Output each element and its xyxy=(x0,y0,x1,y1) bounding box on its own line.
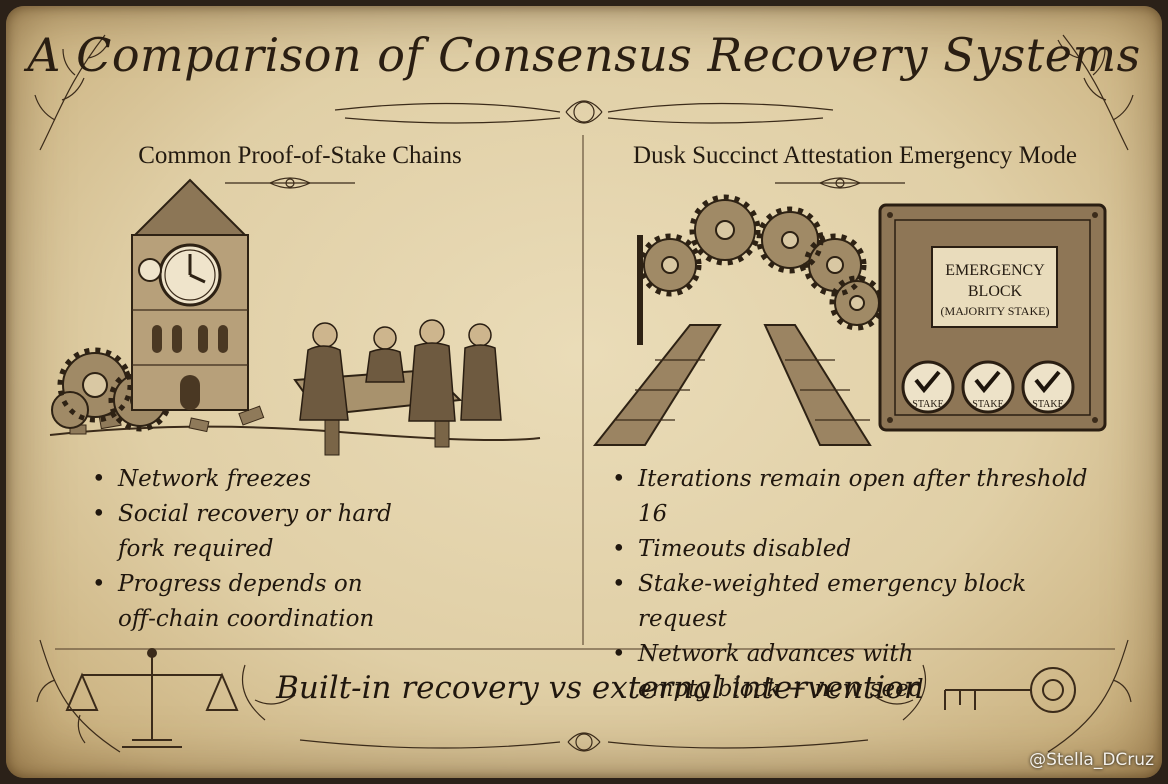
footer-divider xyxy=(55,648,1115,650)
stake-seal: STAKE xyxy=(961,360,1015,414)
svg-text:STAKE: STAKE xyxy=(912,399,943,410)
left-column-heading: Common Proof-of-Stake Chains xyxy=(138,142,462,169)
right-bullet-item: Stake-weighted emergency block request xyxy=(612,567,1092,637)
left-bullet-item: Progress depends on off-chain coordinati… xyxy=(92,567,392,637)
stake-seal: STAKE xyxy=(901,360,955,414)
left-bullet-item: Social recovery or hard fork required xyxy=(92,497,392,567)
svg-text:STAKE: STAKE xyxy=(972,399,1003,410)
right-bullet-item: Network advances with empty block + new … xyxy=(612,637,928,707)
right-column-heading: Dusk Succinct Attestation Emergency Mode xyxy=(633,142,1077,169)
right-bullet-list: Iterations remain open after threshold 1… xyxy=(612,462,1092,707)
stake-seal: STAKE xyxy=(1021,360,1075,414)
emergency-mode-illustration: EMERGENCY BLOCK (MAJORITY STAKE) STAKE S… xyxy=(592,194,1107,446)
right-bullet-item: Iterations remain open after threshold 1… xyxy=(612,462,1092,532)
clock-tower-illustration xyxy=(49,178,541,456)
column-divider xyxy=(582,135,584,645)
svg-text:STAKE: STAKE xyxy=(1032,399,1063,410)
emergency-label-line2: BLOCK xyxy=(968,283,1023,300)
scale-icon xyxy=(65,648,239,748)
emergency-label-line3: (MAJORITY STAKE) xyxy=(941,304,1050,318)
key-icon xyxy=(944,667,1076,713)
left-bullet-item: Network freezes xyxy=(92,462,392,497)
emergency-label-line1: EMERGENCY xyxy=(945,262,1045,279)
left-bullet-list: Network freezes Social recovery or hard … xyxy=(92,462,392,637)
watermark: @Stella_DCruz xyxy=(1029,750,1154,770)
footer-tagline: Built-in recovery vs external interventi… xyxy=(276,670,924,706)
right-bullet-item: Timeouts disabled xyxy=(612,532,1092,567)
page-title: A Comparison of Consensus Recovery Syste… xyxy=(27,28,1141,82)
